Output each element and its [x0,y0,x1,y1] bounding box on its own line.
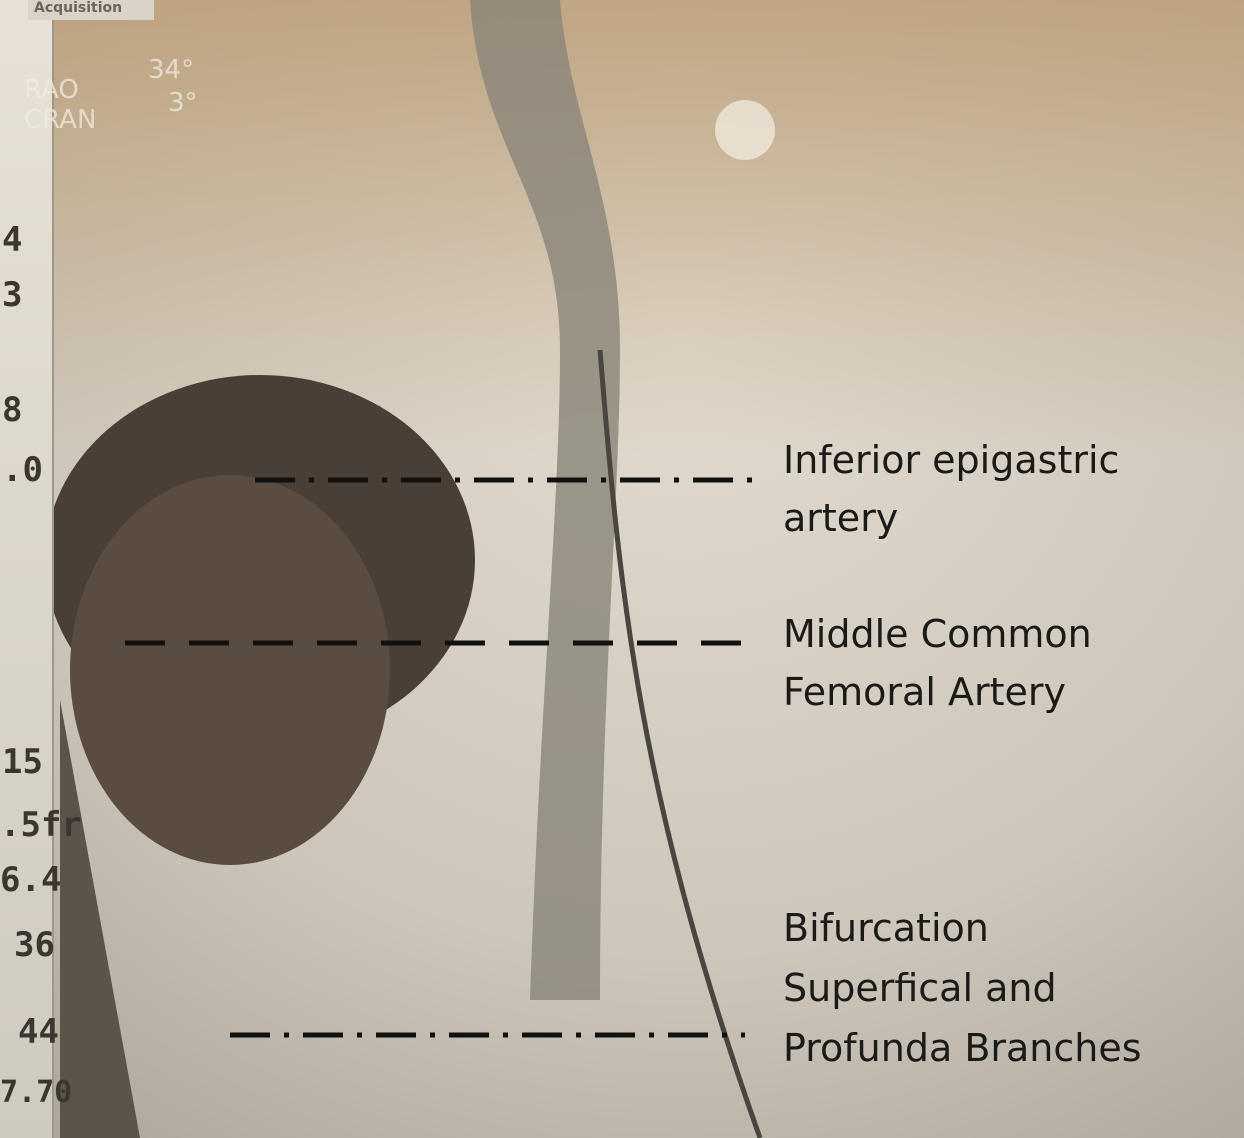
catheter [597,349,763,1138]
projection-label: RAO [24,75,79,105]
label-line: Profunda Branches [783,1026,1142,1070]
acquisition-tab: Acquisition [28,0,154,20]
femoral-head-inner [70,475,390,865]
label-inferior-epigastric: Inferior epigastric artery [783,431,1119,547]
label-line: artery [783,496,899,540]
label-line: Superfical and [783,966,1057,1010]
panel-value: .5fr [0,805,82,845]
panel-value: 6.4 [0,860,62,900]
label-bifurcation: Bifurcation Superfical and Profunda Bran… [783,898,1142,1078]
label-line: Bifurcation [783,906,989,950]
label-line: Femoral Artery [783,670,1066,714]
label-middle-cfa: Middle Common Femoral Artery [783,605,1092,721]
panel-value: 15 [2,742,43,782]
panel-value: 8 [2,390,23,430]
side-panel: 4 3 8 .0 15 .5fr 6.4 36 44 7.70 [0,0,82,1138]
panel-value: 7.70 [0,1075,73,1110]
panel-value: 36 [14,925,55,965]
panel-value: 4 [2,220,23,260]
projection-label: CRAN [24,105,97,135]
panel-value: 3 [2,275,23,315]
panel-value: 44 [18,1012,59,1052]
label-line: Middle Common [783,612,1092,656]
artery [470,0,620,1000]
angle-label: 3° [168,88,198,118]
angle-label: 34° [148,55,195,85]
panel-value: .0 [2,450,43,490]
femur-shadow [60,700,140,1138]
label-line: Inferior epigastric [783,438,1120,482]
